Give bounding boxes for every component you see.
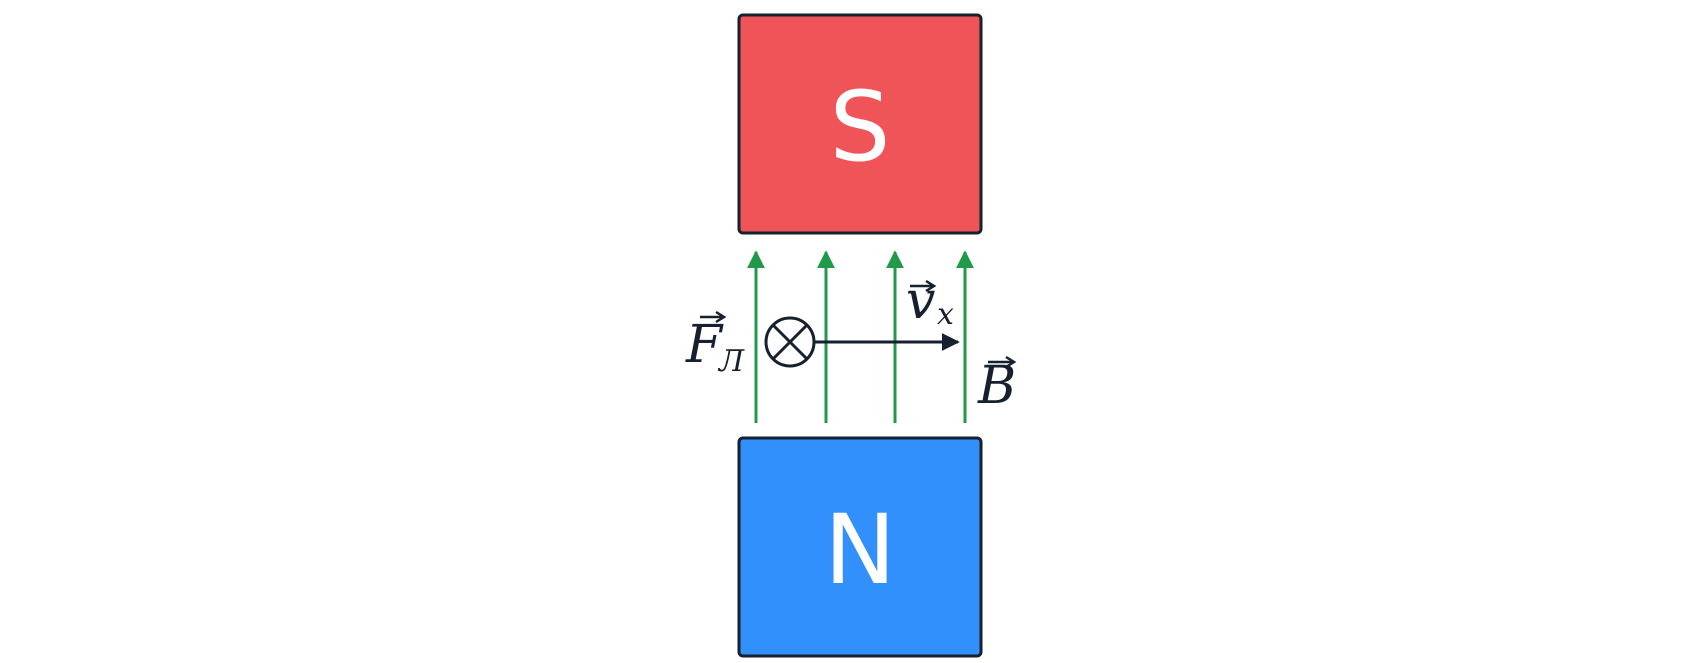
- magnet-south-label: S: [830, 71, 891, 183]
- field-label: B: [977, 355, 1017, 416]
- field-lines: [747, 250, 974, 423]
- velocity-subscript: x: [937, 297, 954, 332]
- force-symbol: F: [685, 315, 724, 375]
- magnet-south: S: [737, 13, 983, 235]
- field-vector-head: [1005, 355, 1017, 369]
- velocity-symbol: v: [906, 271, 935, 331]
- velocity-label: v x: [906, 271, 954, 332]
- magnet-south-body: [737, 13, 983, 235]
- force-label: F Л: [685, 310, 745, 379]
- magnet-north-label: N: [824, 494, 896, 606]
- force-vector-head: [715, 310, 727, 324]
- magnet-north-body: [737, 436, 983, 658]
- velocity-vector-head: [925, 279, 937, 293]
- force-subscript: Л: [717, 344, 745, 379]
- magnet-north: N: [737, 436, 983, 658]
- field-symbol: B: [977, 356, 1016, 416]
- into-page-icon: [764, 316, 816, 368]
